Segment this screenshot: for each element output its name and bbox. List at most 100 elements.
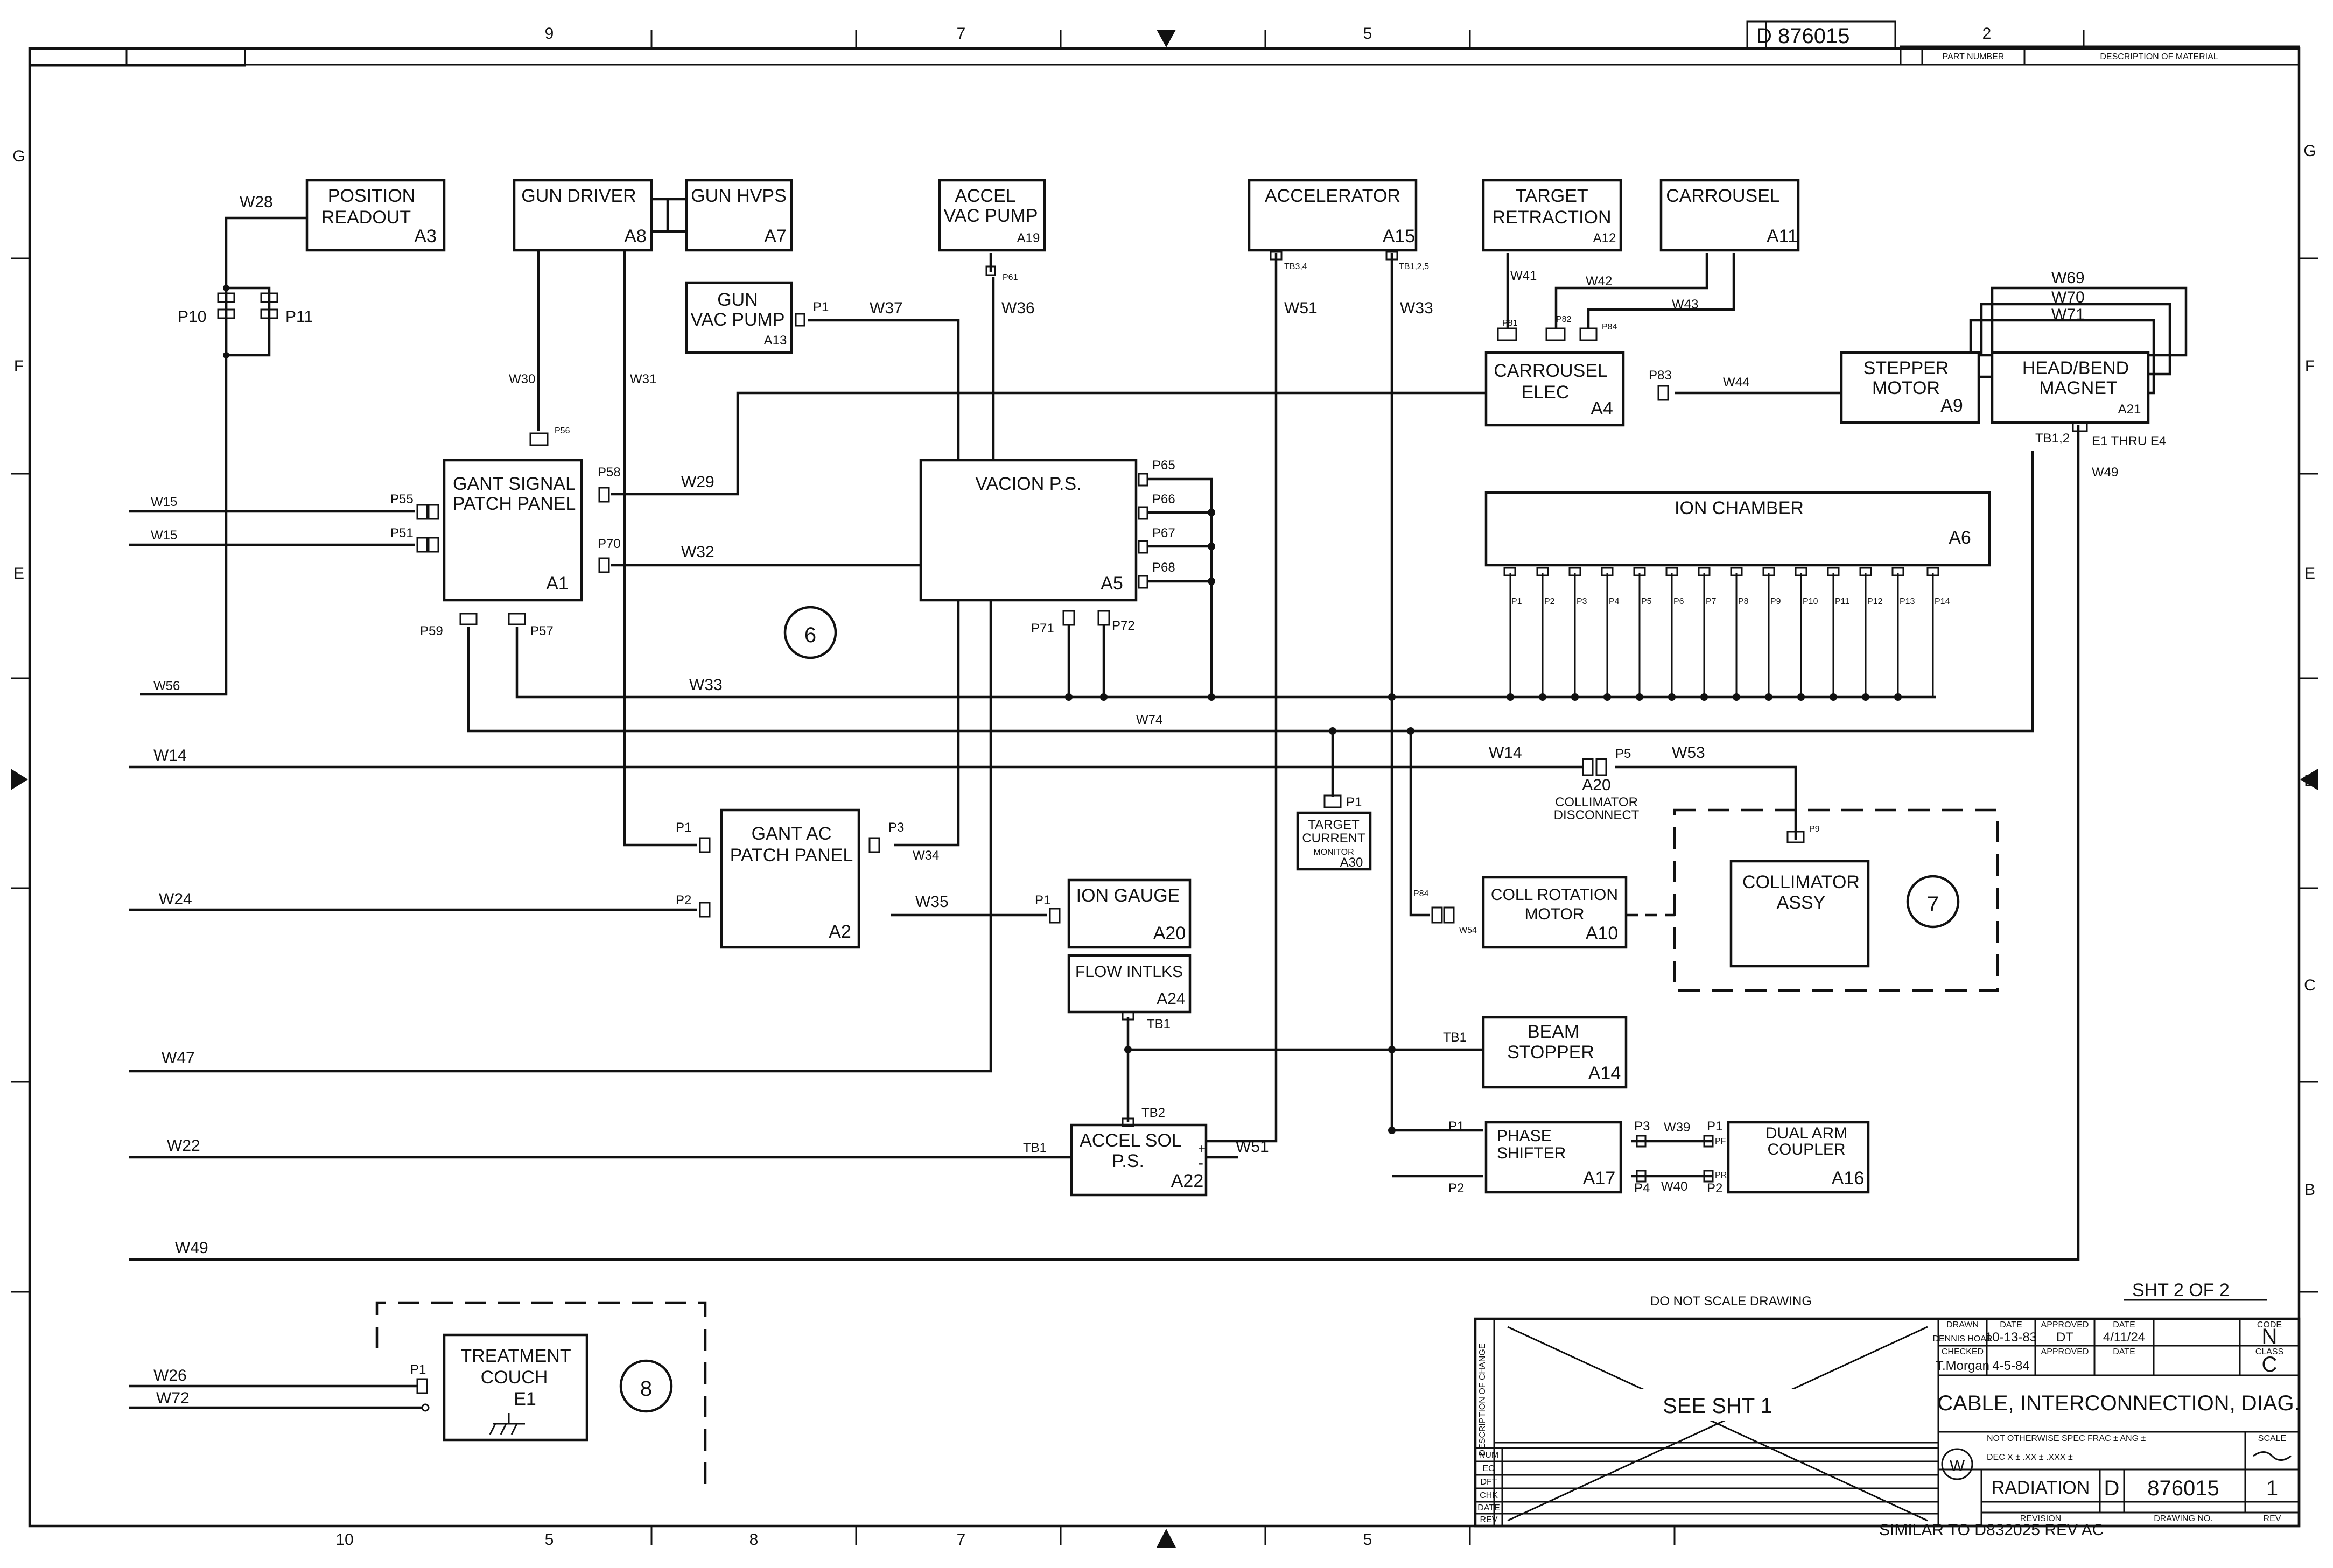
drawing-title: CABLE, INTERCONNECTION, DIAG. — [1937, 1391, 2300, 1415]
svg-text:P68: P68 — [1152, 560, 1175, 575]
svg-text:D: D — [2104, 1476, 2120, 1500]
svg-text:P4: P4 — [1634, 1181, 1650, 1196]
svg-text:ACCELERATOR: ACCELERATOR — [1265, 186, 1400, 206]
svg-text:DRAWING NO.: DRAWING NO. — [2154, 1514, 2213, 1523]
svg-text:1: 1 — [2266, 1476, 2278, 1500]
zone-row-g-right: G — [2303, 142, 2316, 160]
drawing-number-tab — [1746, 20, 1896, 50]
svg-text:P67: P67 — [1152, 526, 1175, 540]
svg-text:P13: P13 — [1900, 597, 1915, 606]
svg-text:REV: REV — [1480, 1515, 1498, 1524]
zone-row-e: E — [13, 565, 24, 582]
wire-w53: W53 — [1672, 744, 1705, 762]
wire-w28: W28 — [240, 193, 273, 211]
block-ion-chamber: ION CHAMBER A6 — [1484, 491, 1991, 567]
block-gant-ac-patch-panel: GANT AC PATCH PANEL A2 — [720, 808, 860, 949]
block-beam-stopper: BEAM STOPPER A14 — [1482, 1016, 1628, 1089]
svg-text:P1: P1 — [813, 300, 829, 314]
svg-text:A15: A15 — [1383, 226, 1416, 247]
svg-text:P82: P82 — [1556, 315, 1572, 324]
wire-w14-left: W14 — [153, 747, 187, 764]
wire-w41: W41 — [1510, 269, 1537, 283]
svg-text:+: + — [1198, 1142, 1206, 1156]
wire-w56: W56 — [153, 679, 180, 693]
connector-symbols — [217, 251, 2088, 1412]
zone-row-d-right: D — [2304, 772, 2316, 790]
zone-row-c-right: C — [2304, 976, 2316, 994]
wire-w26: W26 — [153, 1367, 187, 1384]
svg-text:P9: P9 — [1809, 825, 1820, 834]
svg-text:A4: A4 — [1591, 398, 1613, 419]
svg-text:P3: P3 — [1634, 1119, 1650, 1134]
svg-text:GANT AC: GANT AC — [752, 824, 832, 844]
wire-w42: W42 — [1586, 274, 1612, 289]
svg-text:P7: P7 — [1706, 597, 1717, 606]
svg-text:CODE: CODE — [2257, 1320, 2282, 1330]
svg-text:A19: A19 — [1017, 231, 1040, 245]
wire-w70: W70 — [2051, 289, 2085, 306]
svg-text:STOPPER: STOPPER — [1507, 1042, 1594, 1063]
zone-col-top-7: 7 — [957, 25, 966, 43]
wire-w43: W43 — [1672, 297, 1698, 312]
svg-text:COLLIMATOR: COLLIMATOR — [1742, 872, 1860, 892]
svg-text:A12: A12 — [1593, 231, 1616, 245]
svg-text:COLLIMATOR: COLLIMATOR — [1555, 795, 1638, 810]
svg-text:A2: A2 — [829, 922, 851, 942]
wire-w39: W39 — [1664, 1120, 1690, 1135]
parts-description: DESCRIPTION OF MATERIAL — [2100, 52, 2218, 61]
svg-text:P8: P8 — [1738, 597, 1749, 606]
svg-text:VAC PUMP: VAC PUMP — [690, 310, 784, 330]
wire-w34: W34 — [913, 848, 939, 863]
svg-text:P61: P61 — [1003, 273, 1018, 282]
zone-col-top-5: 5 — [1363, 25, 1372, 43]
svg-text:CARROUSEL: CARROUSEL — [1666, 186, 1780, 206]
block-gun-hvps: GUN HVPS A7 — [685, 179, 793, 252]
svg-text:C: C — [2262, 1353, 2278, 1376]
svg-text:TB1: TB1 — [1443, 1030, 1467, 1045]
svg-text:P10: P10 — [178, 308, 206, 326]
svg-text:MOTOR: MOTOR — [1872, 378, 1940, 398]
zone-marker-6: 6 — [783, 606, 837, 659]
svg-text:P11: P11 — [285, 308, 313, 326]
svg-text:DRAWN: DRAWN — [1946, 1320, 1979, 1330]
svg-text:P1: P1 — [676, 820, 691, 835]
svg-text:A22: A22 — [1171, 1171, 1204, 1191]
svg-text:DEC X ± .XX ± .XXX ±: DEC X ± .XX ± .XXX ± — [1987, 1453, 2073, 1462]
wire-w31: W31 — [630, 372, 656, 386]
wire-w40: W40 — [1661, 1179, 1687, 1194]
connector-labels: P10 P11 P56 P55 P51 P58 P70 P59 P57 P1 P… — [178, 262, 2166, 1377]
svg-text:P.S.: P.S. — [1112, 1151, 1144, 1171]
block-vacion-ps: VACION P.S. A5 — [919, 459, 1138, 602]
svg-text:P72: P72 — [1112, 618, 1135, 633]
do-not-scale: DO NOT SCALE DRAWING — [1650, 1294, 1812, 1309]
wire-w15-b: W15 — [151, 528, 177, 543]
zone-col-bottom-5a: 5 — [545, 1531, 554, 1549]
block-flow-intlks: FLOW INTLKS A24 — [1067, 954, 1192, 1014]
block-stepper-motor: STEPPER MOTOR A9 — [1840, 351, 1980, 424]
company-logo-mark: W — [1950, 1457, 1965, 1475]
svg-text:A16: A16 — [1832, 1168, 1865, 1189]
svg-text:DESCRIPTION OF CHANGE: DESCRIPTION OF CHANGE — [1478, 1344, 1487, 1456]
svg-text:A8: A8 — [624, 226, 647, 247]
svg-text:6: 6 — [804, 623, 816, 647]
svg-text:FLOW INTLKS: FLOW INTLKS — [1075, 963, 1183, 981]
svg-text:TB3,4: TB3,4 — [1284, 262, 1307, 271]
svg-text:A24: A24 — [1157, 990, 1185, 1008]
svg-text:A13: A13 — [764, 333, 787, 348]
wire-w33-top: W33 — [1400, 299, 1433, 317]
svg-text:PF: PF — [1715, 1137, 1726, 1146]
svg-text:GUN DRIVER: GUN DRIVER — [521, 186, 636, 206]
svg-text:P3: P3 — [888, 820, 904, 835]
svg-text:GANT SIGNAL: GANT SIGNAL — [453, 474, 576, 494]
collimator-disconnect: A20 COLLIMATOR DISCONNECT — [1554, 776, 1640, 822]
collimator-enclosure — [1673, 808, 1999, 992]
wire-w72: W72 — [156, 1389, 190, 1407]
parts-list-header — [1900, 45, 2300, 66]
svg-text:ACCEL SOL: ACCEL SOL — [1080, 1130, 1182, 1151]
block-phase-shifter: PHASE SHIFTER A17 — [1484, 1121, 1622, 1194]
svg-text:RETRACTION: RETRACTION — [1493, 207, 1612, 228]
wire-w22: W22 — [167, 1137, 200, 1155]
svg-text:EO: EO — [1482, 1464, 1495, 1473]
svg-text:P2: P2 — [1544, 597, 1555, 606]
svg-text:A17: A17 — [1583, 1168, 1616, 1189]
